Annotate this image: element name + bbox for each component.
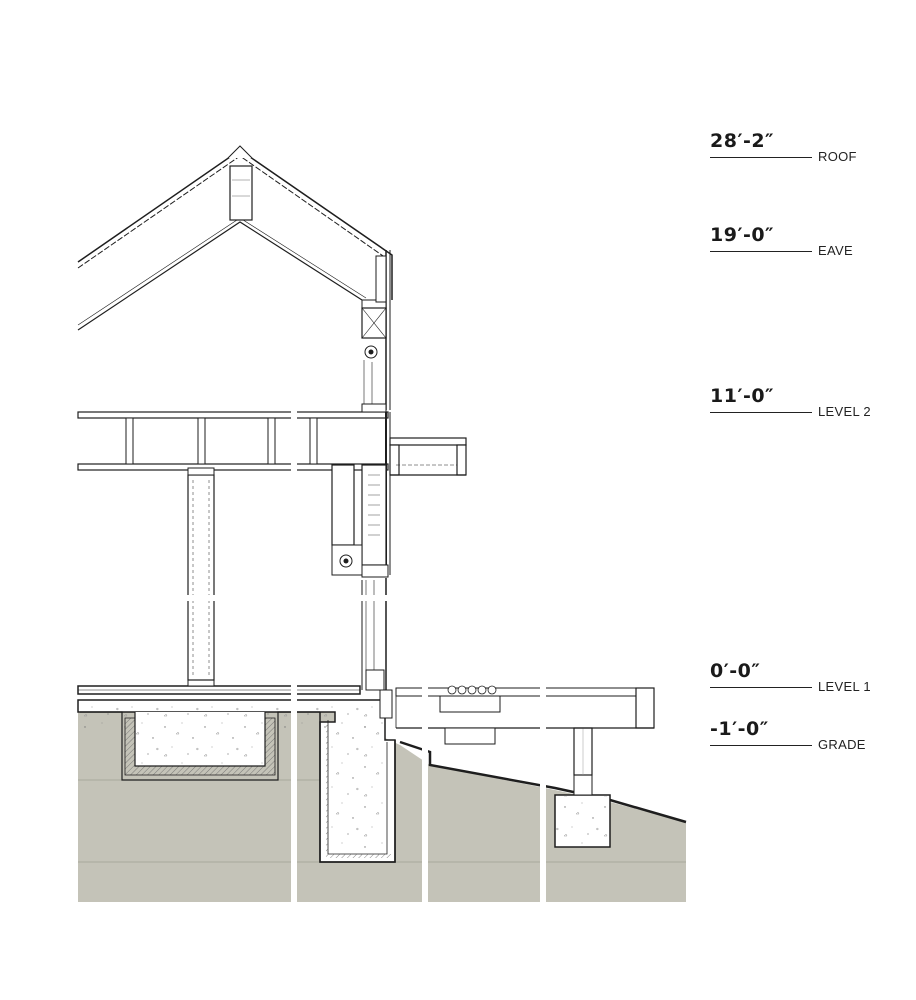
level-elevation: 0′-0″: [710, 660, 761, 682]
level-rule: [710, 251, 812, 252]
section-break-lines: [78, 405, 546, 906]
level-marker-level1: 0′-0″ LEVEL 1: [710, 658, 900, 694]
level-rule: [710, 687, 812, 688]
level-marker-level2: 11′-0″ LEVEL 2: [710, 383, 900, 419]
pier-footing: [554, 727, 611, 848]
roof: [77, 145, 393, 331]
level-marker-roof: 28′-2″ ROOF: [710, 128, 900, 164]
level-label: EAVE: [818, 243, 853, 258]
level-label: ROOF: [818, 149, 857, 164]
exterior-wall: [331, 412, 393, 719]
balcony: [389, 437, 467, 476]
level-label: LEVEL 2: [818, 404, 871, 419]
upper-wall: [361, 250, 391, 413]
level-elevation: -1′-0″: [710, 718, 769, 740]
level-rule: [710, 745, 812, 746]
level-label: LEVEL 1: [818, 679, 871, 694]
level-elevation: 11′-0″: [710, 385, 775, 407]
level2-floor: [77, 411, 389, 476]
crawlspace-slab: [77, 699, 396, 863]
level-marker-eave: 19′-0″ EAVE: [710, 222, 900, 258]
level-elevation: 28′-2″: [710, 130, 775, 152]
level-elevation: 19′-0″: [710, 224, 775, 246]
level-label: GRADE: [818, 737, 866, 752]
deck: [395, 685, 655, 745]
level1-floor: [77, 679, 361, 695]
interior-column: [187, 474, 215, 681]
level-marker-grade: -1′-0″ GRADE: [710, 716, 900, 752]
level-rule: [710, 157, 812, 158]
level-rule: [710, 412, 812, 413]
